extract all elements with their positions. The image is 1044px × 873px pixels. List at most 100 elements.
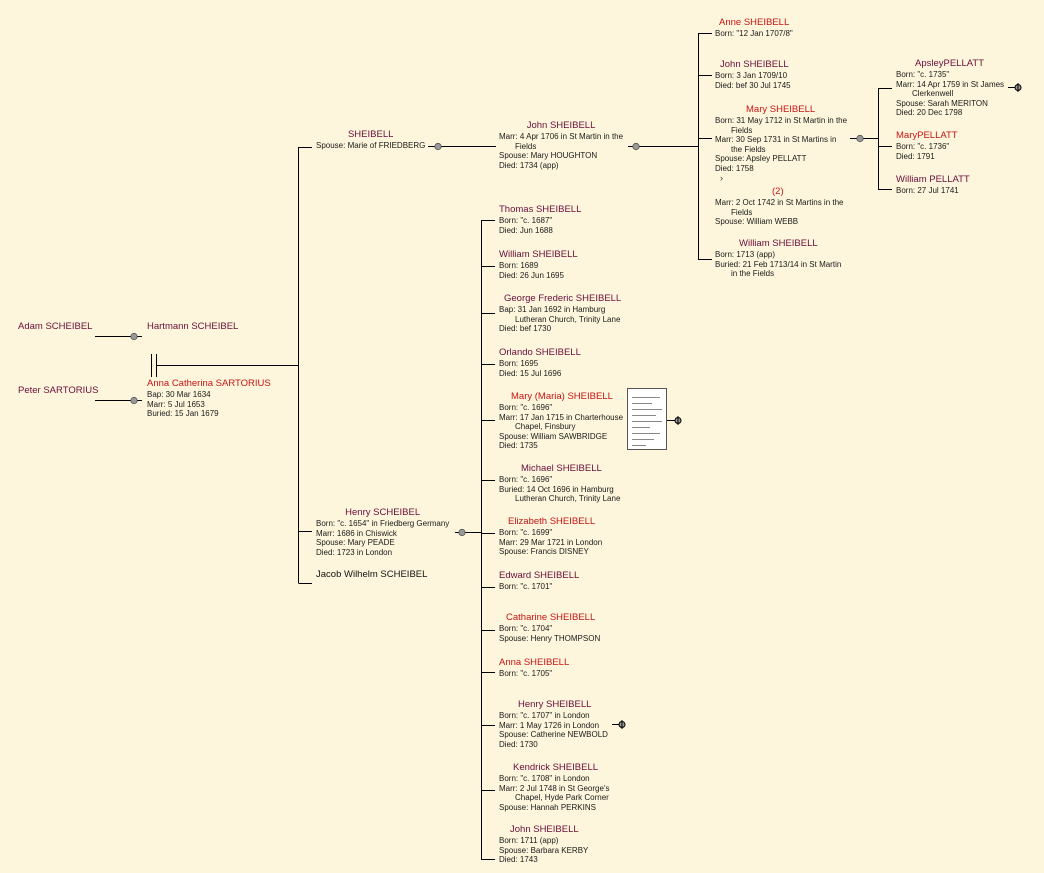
person-name[interactable]: Adam SCHEIBEL <box>18 321 93 332</box>
person-name[interactable]: Orlando SHEIBELL <box>499 347 581 358</box>
person-card-father[interactable]: Hartmann SCHEIBEL <box>147 321 238 333</box>
fact: Spouse: William WEBB <box>715 217 799 227</box>
person-card[interactable]: ApsleyPELLATT Born: "c. 1735" Marr: 14 A… <box>896 58 1004 118</box>
fact: Marr: 29 Mar 1721 in London <box>499 537 603 547</box>
fact: Died: 20 Dec 1798 <box>896 108 963 118</box>
person-card[interactable]: Jacob Wilhelm SCHEIBEL <box>316 569 427 581</box>
connector-node <box>856 134 864 143</box>
person-name[interactable]: Anna Catherina SARTORIUS <box>147 378 271 389</box>
person-name[interactable]: Elizabeth SHEIBELL <box>508 516 596 527</box>
person-card[interactable]: William SHEIBELL Born: 1713 (app) Buried… <box>715 238 841 279</box>
person-name[interactable]: William PELLATT <box>896 174 970 185</box>
person-card[interactable]: John SHEIBELL Marr: 4 Apr 1706 in St Mar… <box>499 120 623 170</box>
person-card[interactable]: Henry SCHEIBEL Born: "c. 1654" in Friedb… <box>316 507 449 557</box>
fact: Born: "c. 1704" <box>499 624 553 633</box>
person-name[interactable]: William SHEIBELL <box>739 238 818 249</box>
fact: Buried: 14 Oct 1696 in Hamburg <box>499 484 614 494</box>
person-name[interactable]: William SHEIBELL <box>499 249 578 260</box>
marriage-number: (2) <box>772 186 784 197</box>
fact: Born: 31 May 1712 in St Martin in the <box>715 116 848 125</box>
fact: Born: 27 Jul 1741 <box>896 186 959 195</box>
person-name[interactable]: Michael SHEIBELL <box>521 463 602 474</box>
expand-spouse-icon <box>618 721 626 728</box>
expand-chevron-icon[interactable]: › <box>720 173 723 183</box>
person-card[interactable]: Catharine SHEIBELL Born: "c. 1704" Spous… <box>499 612 600 643</box>
fact: Born: "12 Jan 1707/8" <box>715 29 793 38</box>
person-card[interactable]: Orlando SHEIBELL Born: 1695 Died: 15 Jul… <box>499 347 581 378</box>
person-card[interactable]: MaryPELLATT Born: "c. 1736" Died: 1791 <box>896 130 958 161</box>
fact: Died: 1743 <box>499 855 538 865</box>
person-name[interactable]: Hartmann SCHEIBEL <box>147 321 239 332</box>
person-name[interactable]: Peter SARTORIUS <box>18 385 99 396</box>
fact: Died: 1758 <box>715 163 754 173</box>
person-name[interactable]: John SHEIBELL <box>510 824 579 835</box>
person-card[interactable]: William SHEIBELL Born: 1689 Died: 26 Jun… <box>499 249 578 280</box>
person-card[interactable]: Anne SHEIBELL Born: "12 Jan 1707/8" <box>715 17 793 39</box>
fact: Buried: 21 Feb 1713/14 in St Martin <box>715 259 842 269</box>
person-name[interactable]: Anna SHEIBELL <box>499 657 570 668</box>
person-name[interactable]: Henry SCHEIBEL <box>345 507 421 518</box>
fact: Spouse: Sarah MERITON <box>896 98 988 108</box>
person-name[interactable]: Anne SHEIBELL <box>719 17 790 28</box>
person-name[interactable]: Catharine SHEIBELL <box>506 612 596 623</box>
person-name[interactable]: Mary SHEIBELL <box>746 104 816 115</box>
fact: Marr: 5 Jul 1653 <box>147 399 205 409</box>
person-name[interactable]: Mary (Maria) SHEIBELL <box>511 391 613 402</box>
person-card[interactable]: SHEIBELL Spouse: Marie of FRIEDBERG <box>316 129 425 151</box>
person-name[interactable]: Thomas SHEIBELL <box>499 204 582 215</box>
fact: Bap: 31 Jan 1692 in Hamburg <box>499 305 606 314</box>
document-thumbnail[interactable] <box>627 388 667 450</box>
fact: in the Fields <box>731 269 775 279</box>
person-card[interactable]: Mary (Maria) SHEIBELL Born: "c. 1696" Ma… <box>499 391 623 451</box>
fact: Born: "c. 1654" in Friedberg Germany <box>316 519 450 528</box>
person-card[interactable]: Mary SHEIBELL Born: 31 May 1712 in St Ma… <box>715 104 847 174</box>
fact: Spouse: Hannah PERKINS <box>499 802 596 812</box>
person-name[interactable]: Kendrick SHEIBELL <box>513 762 599 773</box>
person-card[interactable]: Edward SHEIBELL Born: "c. 1701" <box>499 570 579 592</box>
fact: Spouse: Mary HOUGHTON <box>499 151 598 161</box>
fact: Born: "c. 1687" <box>499 216 553 225</box>
person-card[interactable]: John SHEIBELL Born: 1711 (app) Spouse: B… <box>499 824 588 865</box>
person-name[interactable]: John SHEIBELL <box>720 59 789 70</box>
fact: Marr: 2 Jul 1748 in St George's <box>499 783 610 793</box>
fact: Buried: 15 Jan 1679 <box>147 409 219 419</box>
person-card[interactable]: Elizabeth SHEIBELL Born: "c. 1699" Marr:… <box>499 516 602 557</box>
fact: Born: "c. 1699" <box>499 528 553 537</box>
person-name[interactable]: Henry SHEIBELL <box>518 699 592 710</box>
person-card[interactable]: Thomas SHEIBELL Born: "c. 1687" Died: Ju… <box>499 204 581 235</box>
person-card[interactable]: Kendrick SHEIBELL Born: "c. 1708" in Lon… <box>499 762 609 812</box>
person-card[interactable]: Adam SCHEIBEL <box>18 321 92 333</box>
fact: Born: "c. 1735" <box>896 70 950 79</box>
person-name[interactable]: ApsleyPELLATT <box>915 58 984 69</box>
fact: Born: "c. 1708" in London <box>499 774 590 783</box>
fact: Spouse: Henry THOMPSON <box>499 633 601 643</box>
fact: Died: bef 1730 <box>499 324 552 334</box>
fact: Died: 1723 in London <box>316 547 393 557</box>
person-card[interactable]: Michael SHEIBELL Born: "c. 1696" Buried:… <box>499 463 620 504</box>
connector-node <box>434 142 442 151</box>
fact: Marr: 1 May 1726 in London <box>499 720 600 730</box>
person-card[interactable]: John SHEIBELL Born: 3 Jan 1709/10 Died: … <box>715 59 791 90</box>
fact: Marr: 2 Oct 1742 in St Martins in the <box>715 198 844 207</box>
person-card[interactable]: William PELLATT Born: 27 Jul 1741 <box>896 174 970 196</box>
person-card-mother[interactable]: Anna Catherina SARTORIUS Bap: 30 Mar 163… <box>147 378 271 419</box>
person-name[interactable]: MaryPELLATT <box>896 130 958 141</box>
fact: Born: 1695 <box>499 359 539 368</box>
fact: Chapel, Hyde Park Corner <box>515 793 609 803</box>
fact: Born: 1713 (app) <box>715 250 776 259</box>
connector-node <box>130 332 138 341</box>
fact: Born: "c. 1696" <box>499 403 553 412</box>
person-card[interactable]: Peter SARTORIUS <box>18 385 98 397</box>
person-name[interactable]: Jacob Wilhelm SCHEIBEL <box>316 569 428 580</box>
person-card[interactable]: Henry SHEIBELL Born: "c. 1707" in London… <box>499 699 608 749</box>
fact: Born: "c. 1705" <box>499 669 553 678</box>
person-name[interactable]: Edward SHEIBELL <box>499 570 580 581</box>
person-name[interactable]: SHEIBELL <box>347 129 394 140</box>
person-card[interactable]: Anna SHEIBELL Born: "c. 1705" <box>499 657 569 679</box>
fact: Born: 3 Jan 1709/10 <box>715 71 788 80</box>
person-name[interactable]: George Frederic SHEIBELL <box>504 293 622 304</box>
person-card[interactable]: George Frederic SHEIBELL Bap: 31 Jan 169… <box>499 293 621 334</box>
expand-spouse-icon <box>1014 84 1022 91</box>
fact: Died: 15 Jul 1696 <box>499 368 562 378</box>
person-name[interactable]: John SHEIBELL <box>526 120 596 131</box>
